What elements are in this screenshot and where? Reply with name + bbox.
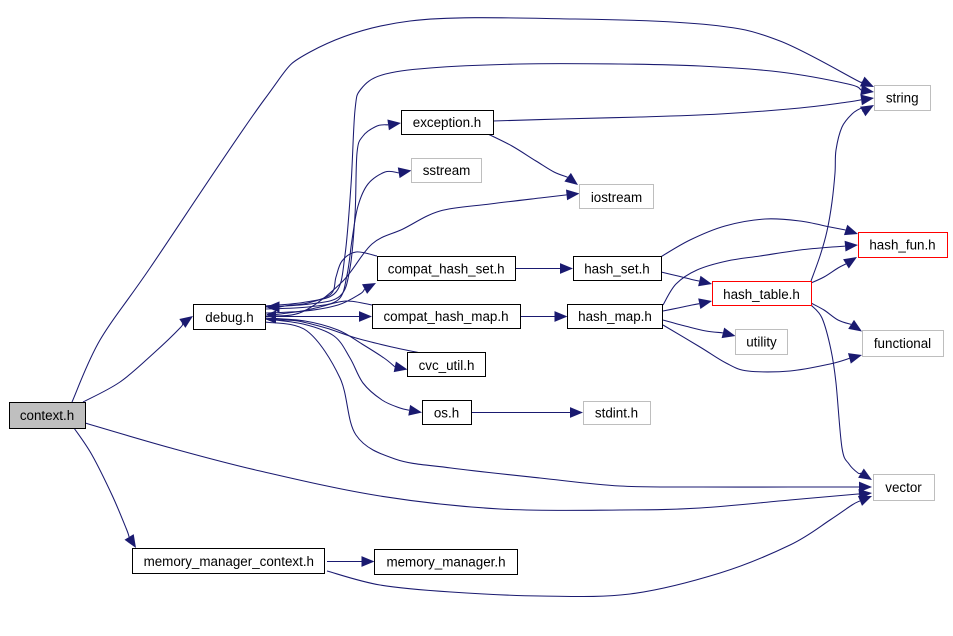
svg-text:compat_hash_set.h: compat_hash_set.h xyxy=(388,262,505,277)
svg-text:utility: utility xyxy=(746,335,777,350)
svg-text:hash_map.h: hash_map.h xyxy=(578,309,652,324)
svg-text:os.h: os.h xyxy=(434,406,459,421)
svg-text:hash_table.h: hash_table.h xyxy=(723,287,800,302)
svg-text:compat_hash_map.h: compat_hash_map.h xyxy=(383,309,508,324)
svg-text:string: string xyxy=(886,91,919,106)
svg-text:stdint.h: stdint.h xyxy=(595,406,638,421)
svg-text:debug.h: debug.h xyxy=(205,310,253,325)
svg-text:iostream: iostream xyxy=(591,190,642,205)
svg-text:functional: functional xyxy=(874,336,931,351)
svg-text:context.h: context.h xyxy=(20,408,74,423)
svg-text:vector: vector xyxy=(885,480,922,495)
svg-text:hash_set.h: hash_set.h xyxy=(584,262,650,277)
svg-text:memory_manager.h: memory_manager.h xyxy=(386,555,505,570)
svg-text:exception.h: exception.h xyxy=(413,115,482,130)
svg-text:sstream: sstream xyxy=(423,163,471,178)
svg-text:hash_fun.h: hash_fun.h xyxy=(869,238,935,253)
svg-text:cvc_util.h: cvc_util.h xyxy=(419,358,475,373)
svg-text:memory_manager_context.h: memory_manager_context.h xyxy=(144,554,314,569)
